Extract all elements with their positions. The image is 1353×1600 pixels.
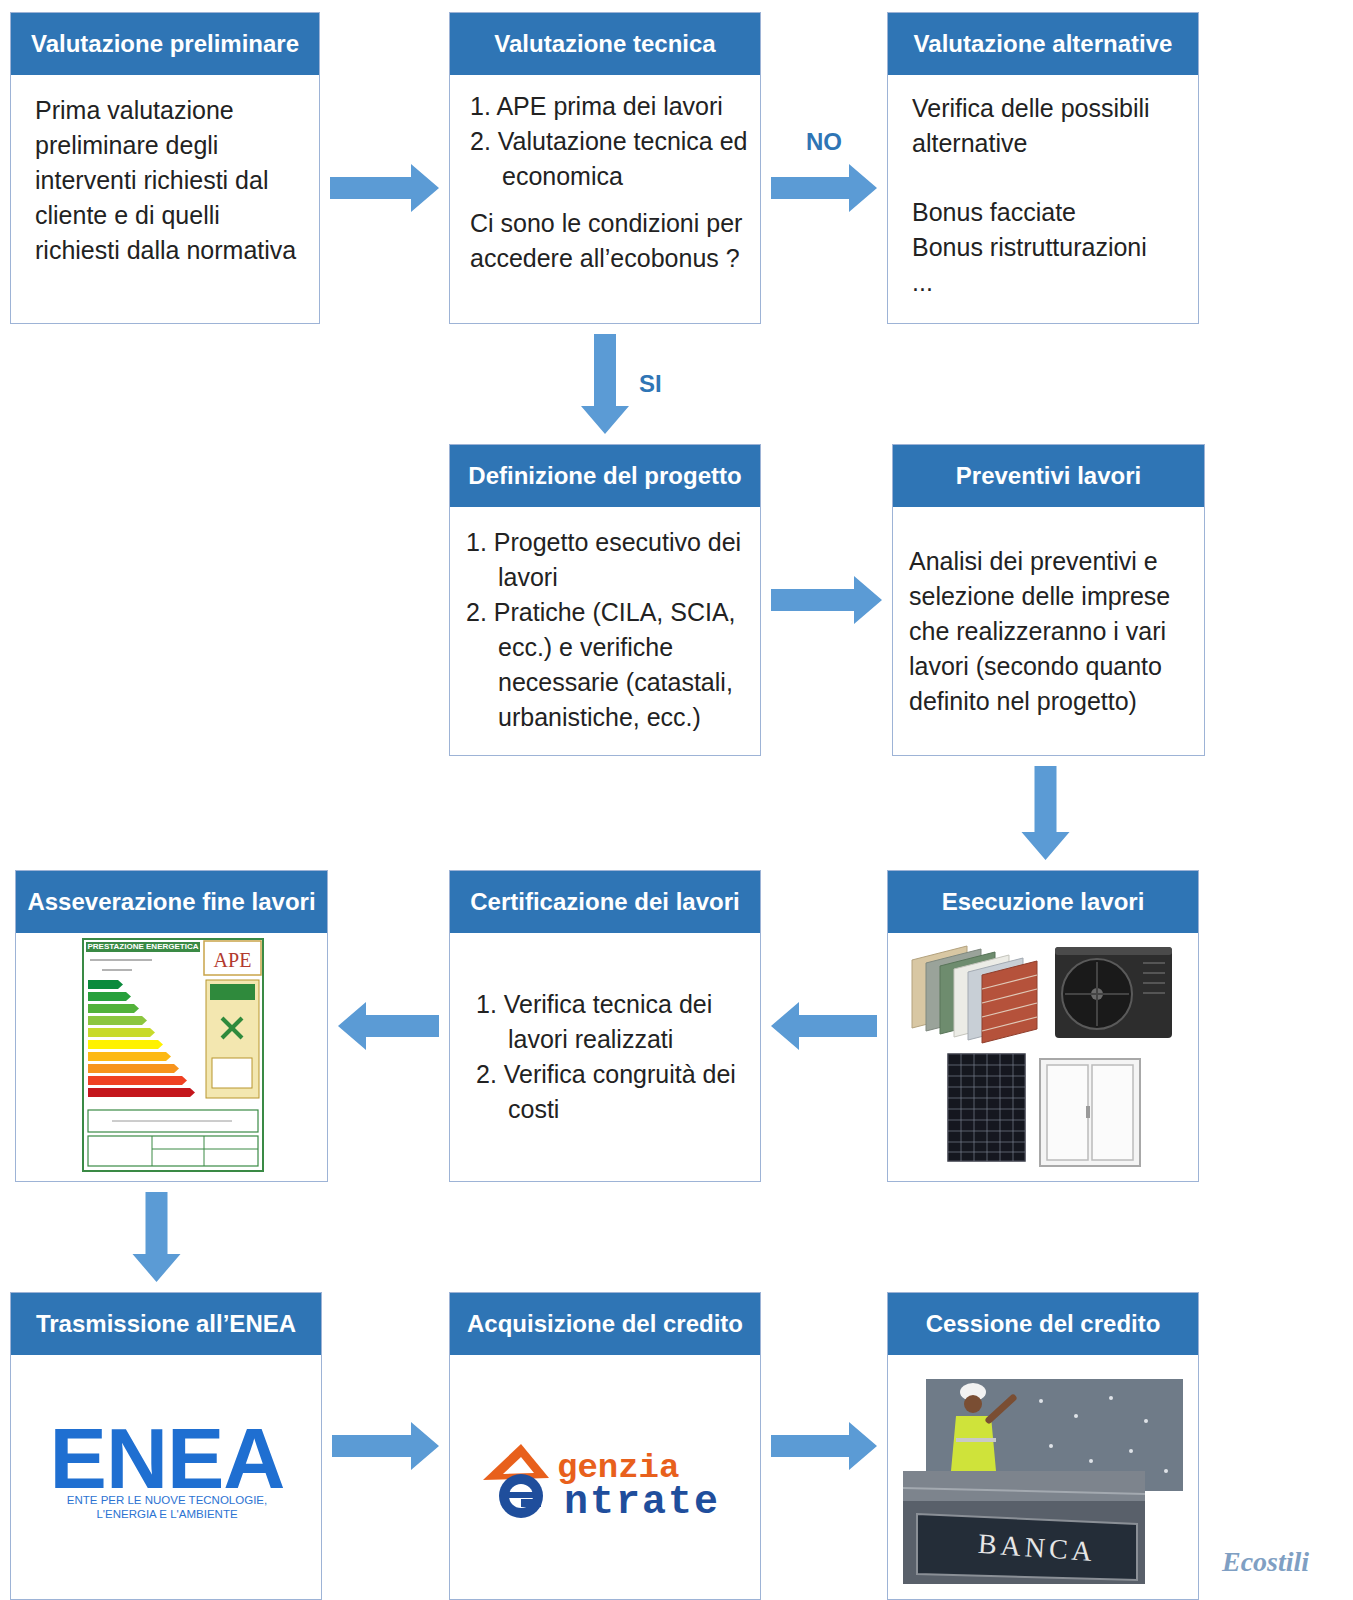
box-text: 2. Pratiche (CILA, SCIA, ecc.) e verific…	[466, 595, 748, 735]
process-box: Trasmissione all’ENEA ENEAENTE PER LE NUO…	[10, 1292, 322, 1600]
box-body: Analisi dei preventivi e selezione delle…	[893, 507, 1204, 755]
process-box: Preventivi lavoriAnalisi dei preventivi …	[892, 444, 1205, 756]
box-text: 1. Verifica tecnica dei lavori realizzat…	[476, 987, 748, 1057]
block-arrow	[771, 1002, 877, 1050]
box-heading: Certificazione dei lavori	[450, 871, 760, 933]
block-arrow	[771, 576, 882, 624]
box-heading: Trasmissione all’ENEA	[11, 1293, 321, 1355]
logo-subtitle: ENTE PER LE NUOVE TECNOLOGIE, L'ENERGIA …	[52, 1493, 282, 1522]
illustration-badge: APE	[204, 943, 261, 977]
logo-text: ntrate	[564, 1483, 720, 1523]
box-heading: Definizione del progetto	[450, 445, 760, 507]
logo-text: ENEA	[47, 1415, 287, 1501]
energy-certificate-illustration	[82, 938, 264, 1172]
process-box: Cessione del creditoBANCA	[887, 1292, 1199, 1600]
box-text: 1. Progetto esecutivo dei lavori	[466, 525, 748, 595]
block-arrow	[338, 1002, 439, 1050]
edge-label: NO	[802, 128, 846, 156]
construction-works-illustration	[897, 938, 1187, 1174]
block-arrow	[581, 334, 629, 434]
process-box: Certificazione dei lavori 1. Verifica tec…	[449, 870, 761, 1182]
block-arrow	[330, 164, 439, 212]
logo-mark	[483, 1444, 549, 1518]
process-box: Valutazione alternativeVerifica delle po…	[887, 12, 1199, 324]
box-text: ...	[912, 265, 1186, 300]
class-panel	[206, 980, 259, 1098]
block-arrow	[133, 1192, 181, 1282]
box-heading: Cessione del credito	[888, 1293, 1198, 1355]
edge-label: SI	[635, 370, 666, 398]
box-body: Prima valutazione preliminare degli inte…	[11, 75, 319, 323]
block-arrow	[332, 1422, 439, 1470]
box-heading: Valutazione tecnica	[450, 13, 760, 75]
process-box: Asseverazione fine lavori	[15, 870, 328, 1182]
insulation-layers	[912, 946, 1037, 1043]
box-text: 2. Verifica congruità dei costi	[476, 1057, 748, 1127]
certificate-frame	[83, 939, 263, 1171]
block-arrow	[771, 164, 877, 212]
process-box: Valutazione preliminarePrima valutazione…	[10, 12, 320, 324]
box-heading: Esecuzione lavori	[888, 871, 1198, 933]
box-text: 1. APE prima dei lavori	[470, 89, 748, 124]
box-text: Analisi dei preventivi e selezione delle…	[909, 544, 1192, 719]
sign-text: BANCA	[961, 1529, 1113, 1567]
box-heading: Valutazione alternative	[888, 13, 1198, 75]
box-text: Bonus facciate	[912, 195, 1186, 230]
box-heading: Preventivi lavori	[893, 445, 1204, 507]
box-heading: Asseverazione fine lavori	[16, 871, 327, 933]
box-body: 1. Progetto esecutivo dei lavori2. Prati…	[450, 507, 760, 755]
heat-pump	[1055, 947, 1172, 1038]
watermark: Ecostili	[1222, 1547, 1309, 1578]
box-text: 2. Valutazione tecnica ed economica	[470, 124, 748, 194]
box-text: Verifica delle possibili alternative	[912, 91, 1186, 161]
process-box: Valutazione tecnica1. APE prima dei lavo…	[449, 12, 761, 324]
process-box: Definizione del progetto1. Progetto esec…	[449, 444, 761, 756]
logo-text: genzia	[557, 1451, 679, 1485]
process-box: Acquisizione del credito genziantrate	[449, 1292, 761, 1600]
box-body: 1. APE prima dei lavori2. Valutazione te…	[450, 75, 760, 323]
box-heading: Valutazione preliminare	[11, 13, 319, 75]
bank-sign-photo	[903, 1471, 1145, 1584]
window-frame	[1040, 1059, 1140, 1166]
box-heading: Acquisizione del credito	[450, 1293, 760, 1355]
box-text: Ci sono le condizioni per accedere all’e…	[470, 206, 748, 276]
energy-class-bars	[88, 980, 195, 1097]
box-body: 1. Verifica tecnica dei lavori realizzat…	[450, 933, 760, 1181]
block-arrow	[771, 1422, 877, 1470]
box-text: Prima valutazione preliminare degli inte…	[35, 93, 305, 268]
process-box: Esecuzione lavori	[887, 870, 1199, 1182]
agency-logo-mark	[477, 1440, 563, 1520]
certificate-table	[88, 1110, 258, 1166]
block-arrow	[1022, 766, 1070, 860]
illustration-title: PRESTAZIONE ENERGETICA	[86, 942, 200, 952]
solar-panel	[948, 1054, 1025, 1161]
box-body: Verifica delle possibili alternativeBonu…	[888, 75, 1198, 323]
box-text: Bonus ristrutturazioni	[912, 230, 1186, 265]
